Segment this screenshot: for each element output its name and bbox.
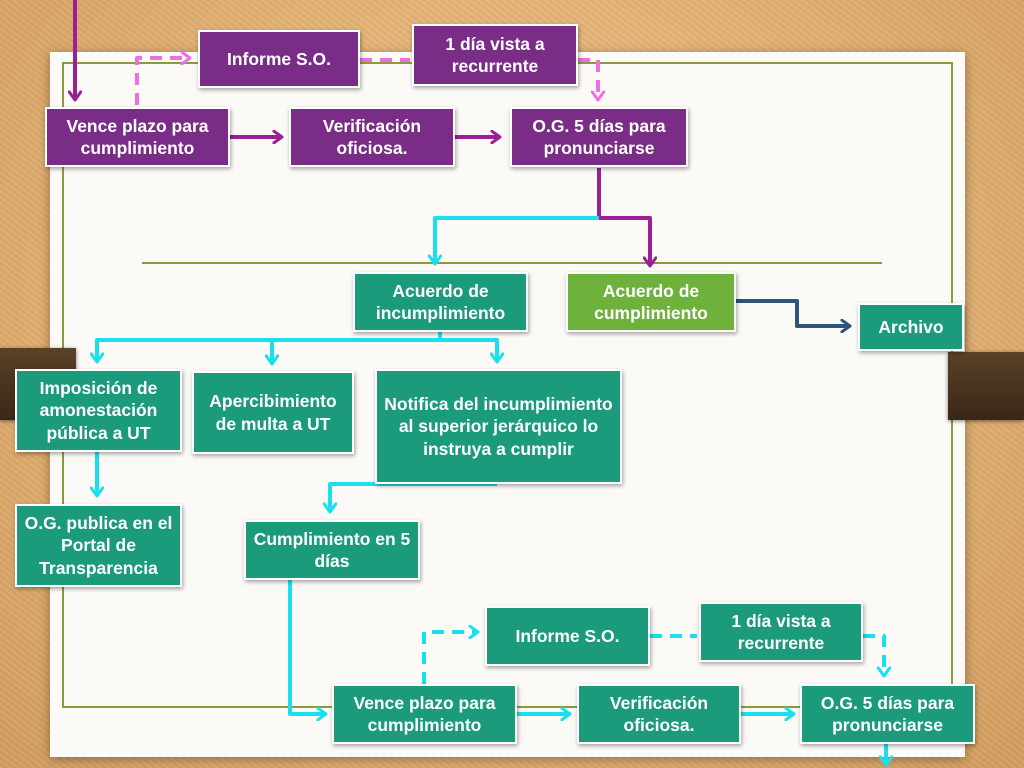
node-informe-bottom: Informe S.O.: [485, 606, 650, 666]
node-vence-top: Vence plazo para cumplimiento: [45, 107, 230, 167]
arrow-incumplimiento-branch: [97, 332, 442, 362]
section-divider: [142, 262, 882, 264]
node-cumplimiento-5: Cumplimiento en 5 días: [244, 520, 420, 580]
arrow-vista-og5-top: [578, 58, 598, 100]
arrow-vence-informe-bottom: [422, 632, 478, 684]
node-vence-bottom: Vence plazo para cumplimiento: [332, 684, 517, 744]
arrow-og5-acuerdo-incumplimiento: [435, 216, 599, 264]
node-og5-top: O.G. 5 días para pronunciarse: [510, 107, 688, 167]
node-informe-top: Informe S.O.: [198, 30, 360, 88]
arrow-cumplimiento-archivo: [736, 299, 850, 326]
arrow-vence-informe-top: [135, 58, 190, 105]
node-acuerdo-incumplimiento: Acuerdo de incumplimiento: [353, 272, 528, 332]
node-notifica: Notifica del incumplimiento al superior …: [375, 369, 622, 484]
node-archivo: Archivo: [858, 303, 964, 351]
node-imposicion: Imposición de amonestación pública a UT: [15, 369, 182, 452]
arrow-notifica-cumplimiento: [330, 482, 497, 512]
node-og5-bottom: O.G. 5 días para pronunciarse: [800, 684, 975, 744]
arrow-branch-notifica: [440, 338, 497, 362]
arrow-vista-og5-bottom: [863, 634, 884, 676]
node-vista-bottom: 1 día vista a recurrente: [699, 602, 863, 662]
node-og-publica: O.G. publica en el Portal de Transparenc…: [15, 504, 182, 587]
binder-clip-right: [948, 352, 1024, 420]
arrow-cumplimiento-vence-bottom: [288, 580, 326, 714]
arrow-og5-acuerdo-cumplimiento: [597, 168, 650, 266]
node-verificacion-top: Verificación oficiosa.: [289, 107, 455, 167]
node-apercibimiento: Apercibimiento de multa a UT: [192, 371, 354, 454]
node-acuerdo-cumplimiento: Acuerdo de cumplimiento: [566, 272, 736, 332]
node-verificacion-bottom: Verificación oficiosa.: [577, 684, 741, 744]
node-vista-top: 1 día vista a recurrente: [412, 24, 578, 86]
